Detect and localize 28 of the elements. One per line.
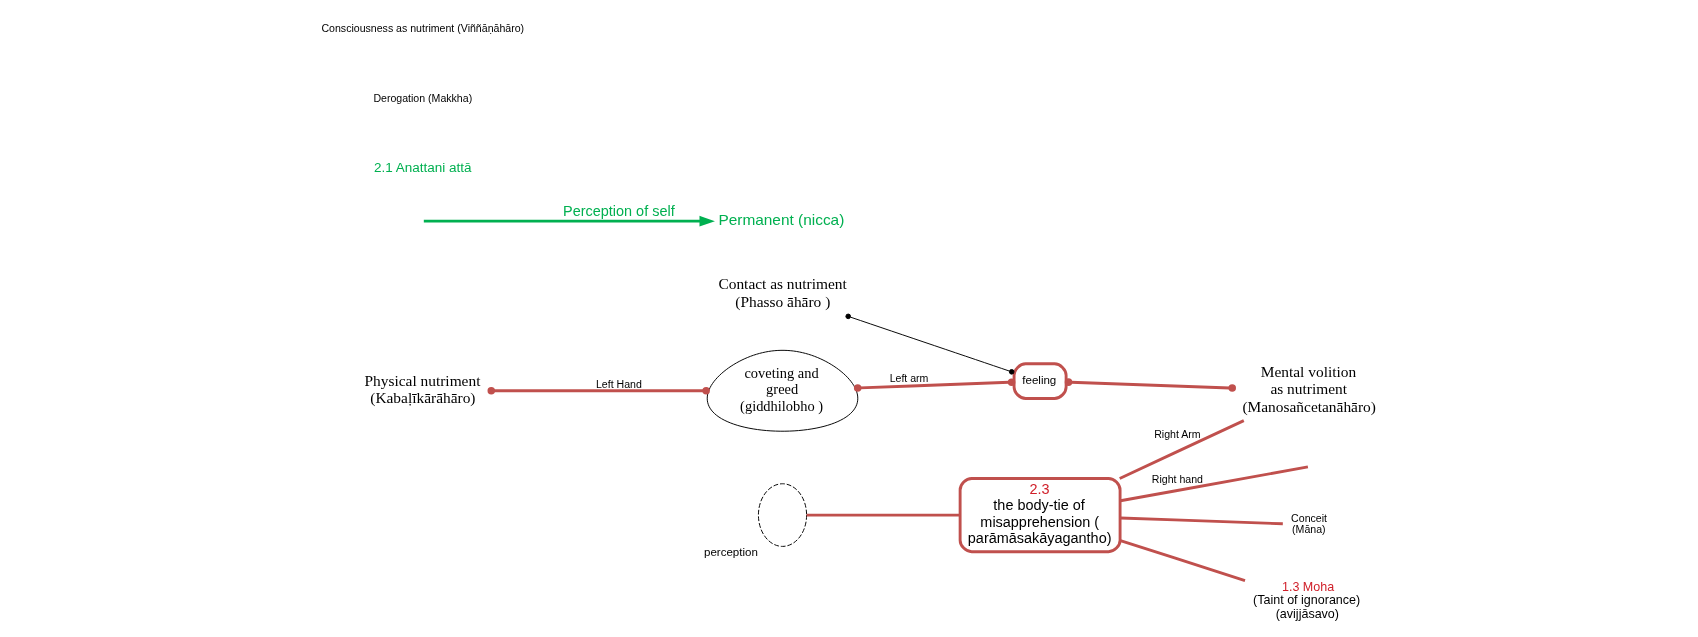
node-box: 2.3 the body-tie of misapprehension ( parāmāsakāyagantho) xyxy=(958,477,1122,554)
node-ellipse xyxy=(757,483,808,547)
label: Consciousness as nutriment (Viññāṇāhāro) xyxy=(321,22,525,35)
label: Derogation (Makkha) xyxy=(373,91,473,104)
arrow xyxy=(423,215,715,227)
edge-label: Perception of self xyxy=(563,203,675,220)
connector xyxy=(1064,378,1236,392)
edge-label: Right Arm xyxy=(1154,427,1201,440)
connector xyxy=(845,313,1015,375)
edge-label: Right hand xyxy=(1151,473,1203,486)
node-box: feeling xyxy=(1012,362,1068,400)
connector xyxy=(1119,419,1245,480)
label: 2.1 Anattani attā xyxy=(374,159,472,175)
connector xyxy=(1120,465,1309,503)
node-label: perception xyxy=(703,545,758,558)
edge-label: Left Hand xyxy=(595,377,642,390)
node-text: Permanent (nicca) xyxy=(718,210,845,228)
connector xyxy=(1120,539,1246,582)
connector xyxy=(487,387,710,395)
connector xyxy=(806,513,961,517)
node-text: Mental volition as nutriment (Manosañcetanāhāro) xyxy=(1242,363,1376,415)
node-text: Conceit (Māna) xyxy=(1291,511,1327,536)
node-text: Physical nutriment (Kabaḷīkārāhāro) xyxy=(364,371,481,407)
node-text: Contact as nutriment (Phasso āhāro ) xyxy=(718,275,847,310)
connector xyxy=(1120,516,1283,526)
connector xyxy=(853,378,1016,392)
node-text: 1.3 Moha (Taint of ignorance) (avijjāsavo) xyxy=(1253,579,1361,621)
edge-label: Left arm xyxy=(889,371,929,384)
